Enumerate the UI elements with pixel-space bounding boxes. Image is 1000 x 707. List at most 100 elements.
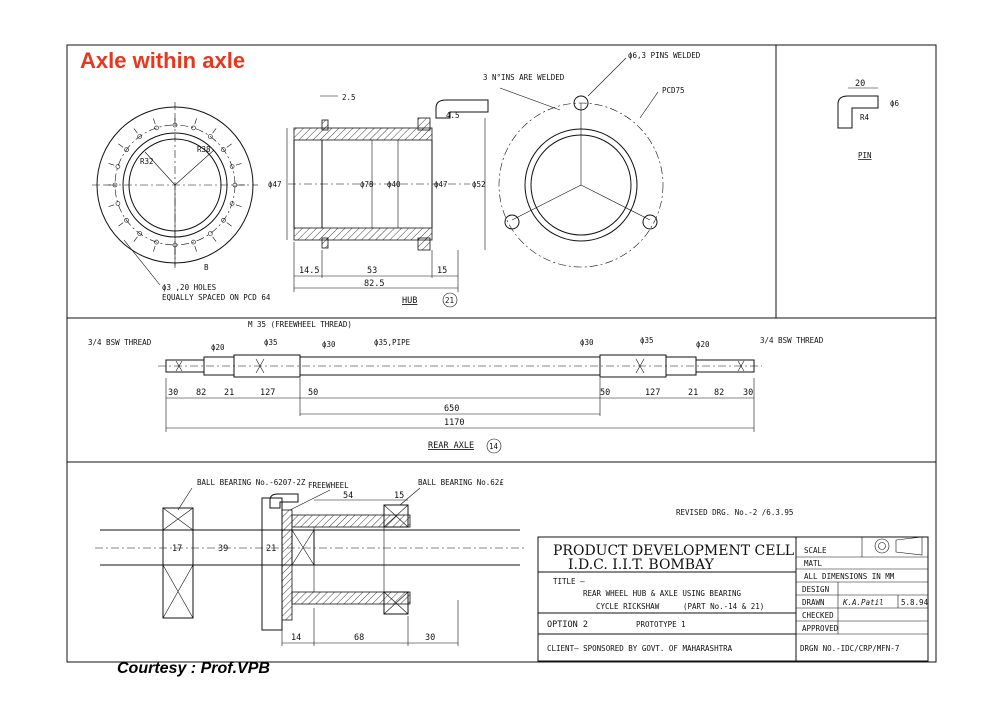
r38-label: R38 xyxy=(197,145,211,154)
pins-welded-note: 3 N°INS ARE WELDED xyxy=(483,73,565,82)
spoke-hole-tick xyxy=(133,128,138,134)
axle-dim-30-right: 30 xyxy=(743,388,753,398)
axle-d30-left: ϕ30 xyxy=(322,340,336,349)
spoke-hole xyxy=(191,239,196,245)
spoke-hole-tick xyxy=(235,204,242,207)
dim-d78: ϕ78 xyxy=(360,180,374,189)
spoke-hole-tick xyxy=(108,163,115,166)
axle-dim-82-right: 82 xyxy=(714,388,724,398)
pin-dim-20: 20 xyxy=(855,79,865,89)
dim-d52: ϕ52 xyxy=(472,180,486,189)
drawing-frame xyxy=(66,44,937,663)
assembly-view: BALL BEARING No.-6207-2Z FREEWHEEL BALL … xyxy=(95,478,793,646)
pin-detail-view: 20 ϕ6 R4 PIN xyxy=(837,79,900,160)
spoke-hole xyxy=(229,201,235,206)
drawing-number: DRGN NO.-IDC/CRP/MFN-7 xyxy=(800,644,899,653)
spoke-hole-tick xyxy=(226,222,232,227)
axle-d20-left: ϕ20 xyxy=(211,343,225,352)
thread-left-label: 3/4 BSW THREAD xyxy=(88,338,152,347)
checked-label: CHECKED xyxy=(802,611,834,620)
dim-d47-left: ϕ47 xyxy=(268,180,282,189)
hub-flange-view: R38 R32 B ϕ3 ,20 HOLES EQUALLY SPACED ON… xyxy=(92,102,271,302)
title-block-heading-2: I.D.C. I.I.T. BOMBAY xyxy=(568,557,715,573)
hub-section-view: 2.5 4.5 ϕ47 ϕ78 ϕ40 ϕ47 ϕ52 14.5 53 15 8… xyxy=(268,93,489,308)
spoke-hole-tick xyxy=(194,118,197,125)
spoke-hole-tick xyxy=(153,245,156,252)
assembly-dim-30: 30 xyxy=(425,633,435,643)
pins-label: ϕ6,3 PINS WELDED xyxy=(628,51,701,60)
bearing-right-label: BALL BEARING No.62£ xyxy=(418,478,504,487)
axle-dim-127-right: 127 xyxy=(645,388,660,398)
drawn-date: 5.8.94 xyxy=(901,598,929,607)
spoke-holes xyxy=(105,115,245,255)
holes-label-2: EQUALLY SPACED ON PCD 64 xyxy=(162,293,271,302)
spoke-hole-tick xyxy=(118,143,124,148)
spoke-hole-tick xyxy=(153,118,156,125)
assembly-dim-39: 39 xyxy=(218,544,228,554)
option-label: OPTION 2 xyxy=(547,620,588,630)
all-dims-label: ALL DIMENSIONS IN MM xyxy=(804,572,895,581)
spoke-hole xyxy=(208,231,213,236)
spoke-hole-tick xyxy=(194,245,197,252)
axle-dim-21-left: 21 xyxy=(224,388,234,398)
thread-right-label: 3/4 BSW THREAD xyxy=(760,336,824,345)
spoke-hole xyxy=(137,231,142,236)
axle-dim-650: 650 xyxy=(444,404,459,414)
dim-4-5: 4.5 xyxy=(446,111,460,120)
dim-14-5: 14.5 xyxy=(299,266,319,276)
spoke-hole xyxy=(115,201,121,206)
title-label: TITLE – xyxy=(553,577,585,586)
spoke-hole xyxy=(221,218,226,223)
spoke-hole xyxy=(191,125,196,131)
spoke-hole xyxy=(137,134,142,139)
axle-d30-right: ϕ30 xyxy=(580,338,594,347)
slide-title: Axle within axle xyxy=(80,48,246,73)
axle-pipe-label: ϕ35,PIPE xyxy=(374,338,411,347)
dim-d40: ϕ40 xyxy=(387,180,401,189)
assembly-dim-54: 54 xyxy=(343,491,353,501)
spoke-hole xyxy=(208,134,213,139)
axle-dim-127-left: 127 xyxy=(260,388,275,398)
assembly-dim-21: 21 xyxy=(266,544,276,554)
rear-axle-view: 3/4 BSW THREAD M 35 (FREEWHEEL THREAD) ϕ… xyxy=(88,320,824,454)
assembly-dim-14: 14 xyxy=(291,633,301,643)
client-label: CLIENT– SPONSORED BY GOVT. OF MAHARASHTR… xyxy=(547,644,733,653)
drawn-signature: K.A.Patil xyxy=(842,598,884,607)
freewheel-label: FREEWHEEL xyxy=(308,481,349,490)
spoke-hole xyxy=(229,164,235,169)
axle-dim-82-left: 82 xyxy=(196,388,206,398)
axle-dim-30-left: 30 xyxy=(168,388,178,398)
spoke-hole xyxy=(221,147,226,152)
spoke-hole xyxy=(115,164,121,169)
axle-dim-1170: 1170 xyxy=(444,418,464,428)
approved-label: APPROVED xyxy=(802,624,839,633)
axle-dim-21-right: 21 xyxy=(688,388,698,398)
spoke-hole xyxy=(232,182,238,188)
pin-dim-6: ϕ6 xyxy=(890,99,900,108)
axle-d35-left: ϕ35 xyxy=(264,338,278,347)
spoke-hole-tick xyxy=(212,128,217,134)
assembly-dim-17: 17 xyxy=(172,544,182,554)
spoke-hole xyxy=(124,147,129,152)
axle-d35-right: ϕ35 xyxy=(640,336,654,345)
dim-82-5: 82.5 xyxy=(364,279,384,289)
title-line-1: REAR WHEEL HUB & AXLE USING BEARING xyxy=(583,589,742,598)
axle-caption: REAR AXLE xyxy=(428,441,474,451)
spoke-hole xyxy=(154,239,159,245)
matl-label: MATL xyxy=(804,559,823,568)
holes-label-1: ϕ3 ,20 HOLES xyxy=(162,283,217,292)
prototype-label: PROTOTYPE 1 xyxy=(636,620,686,629)
dim-d47-right: ϕ47 xyxy=(434,180,448,189)
pin-caption: PIN xyxy=(858,151,872,160)
design-label: DESIGN xyxy=(802,585,829,594)
hub-caption-number: 21 xyxy=(445,296,454,305)
pcd-label: PCD75 xyxy=(662,86,685,95)
axle-dim-50-left: 50 xyxy=(308,388,318,398)
revised-note: REVISED DRG. No.-2 /6.3.95 xyxy=(676,508,793,517)
freewheel-thread-label: M 35 (FREEWHEEL THREAD) xyxy=(248,320,352,329)
spoke-hole xyxy=(172,122,178,128)
axle-d20-right: ϕ20 xyxy=(696,340,710,349)
courtesy-credit: Courtesy : Prof.VPB xyxy=(117,660,270,677)
dim-15: 15 xyxy=(437,266,447,276)
